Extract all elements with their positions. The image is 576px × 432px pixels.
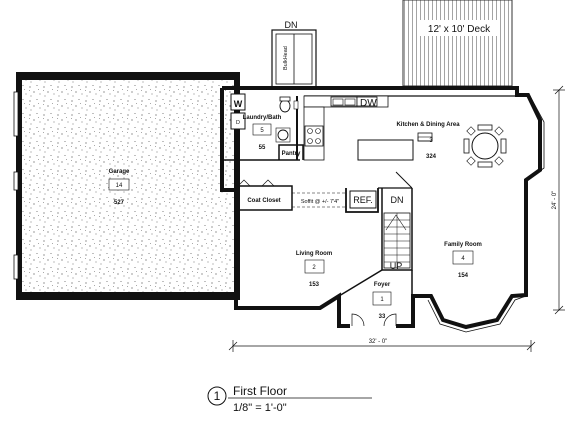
family-number: 4 — [461, 256, 465, 262]
living-name: Living Room — [296, 251, 332, 257]
sheet-number: 1 — [214, 389, 221, 403]
bulkhead-dn: DN — [285, 20, 298, 30]
soffit-label: Soffit @ +/- 7'4" — [301, 199, 339, 205]
laundry-area: 55 — [259, 145, 266, 151]
kitchen: DW Kitchen & Dining Area 3 324 — [303, 95, 460, 161]
garage: Garage 14 527 — [13, 72, 240, 300]
stairs-up: UP — [390, 261, 403, 271]
soffit: Soffit @ +/- 7'4" — [292, 192, 346, 208]
coat-closet: Coat Closet — [237, 179, 281, 204]
foyer-area: 33 — [379, 314, 386, 320]
stairs-dn: DN — [391, 195, 404, 205]
stairs: DN UP — [383, 195, 411, 271]
laundry-name: Laundry/Bath — [243, 115, 282, 121]
laundry-bath: W D Laundry/Bath 5 55 Pantry — [230, 93, 301, 157]
bulkhead-label: BulkHead — [283, 46, 289, 70]
sheet-title: First Floor — [233, 384, 287, 398]
sheet-title-block: 1 First Floor 1/8" = 1'-0" — [207, 384, 372, 414]
foyer: Foyer 1 33 — [339, 282, 413, 328]
family-room: Family Room 4 154 — [444, 242, 482, 279]
deck-label: 12' x 10' Deck — [428, 24, 491, 35]
garage-number: 14 — [116, 183, 123, 189]
family-name: Family Room — [444, 242, 482, 248]
garage-name: Garage — [109, 169, 130, 175]
bulkhead: DN BulkHead — [271, 20, 317, 89]
dining-table — [463, 124, 507, 168]
kitchen-dw: DW — [360, 98, 377, 109]
family-area: 154 — [458, 273, 469, 279]
deck: 12' x 10' Deck — [402, 0, 513, 87]
kitchen-name: Kitchen & Dining Area — [396, 122, 460, 128]
living-area: 153 — [309, 282, 320, 288]
coat-closet-name: Coat Closet — [247, 198, 280, 204]
depth-label: 24' - 0" — [552, 191, 558, 210]
laundry-number: 5 — [260, 128, 264, 134]
kitchen-number: 3 — [429, 138, 433, 144]
house-walls — [220, 86, 542, 330]
dimension-width: 32' - 0" — [228, 339, 536, 352]
dimension-depth: 24' - 0" — [552, 85, 565, 315]
living-number: 2 — [312, 265, 316, 271]
foyer-name: Foyer — [374, 282, 391, 288]
washer-label: W — [234, 99, 243, 109]
kitchen-area: 324 — [426, 154, 437, 160]
sheet-number-bubble — [207, 386, 227, 406]
bay-window-kitchen — [516, 94, 545, 179]
width-label: 32' - 0" — [369, 339, 388, 345]
refrigerator: REF. — [349, 190, 377, 209]
foyer-number: 1 — [380, 297, 384, 303]
pantry-name: Pantry — [282, 151, 301, 157]
dryer-label: D — [236, 120, 240, 126]
sheet-scale: 1/8" = 1'-0" — [233, 402, 287, 414]
garage-area: 527 — [114, 200, 125, 206]
ref-label: REF. — [353, 195, 373, 205]
bay-window-family — [427, 295, 527, 333]
living-room: Living Room 2 153 — [296, 251, 332, 288]
